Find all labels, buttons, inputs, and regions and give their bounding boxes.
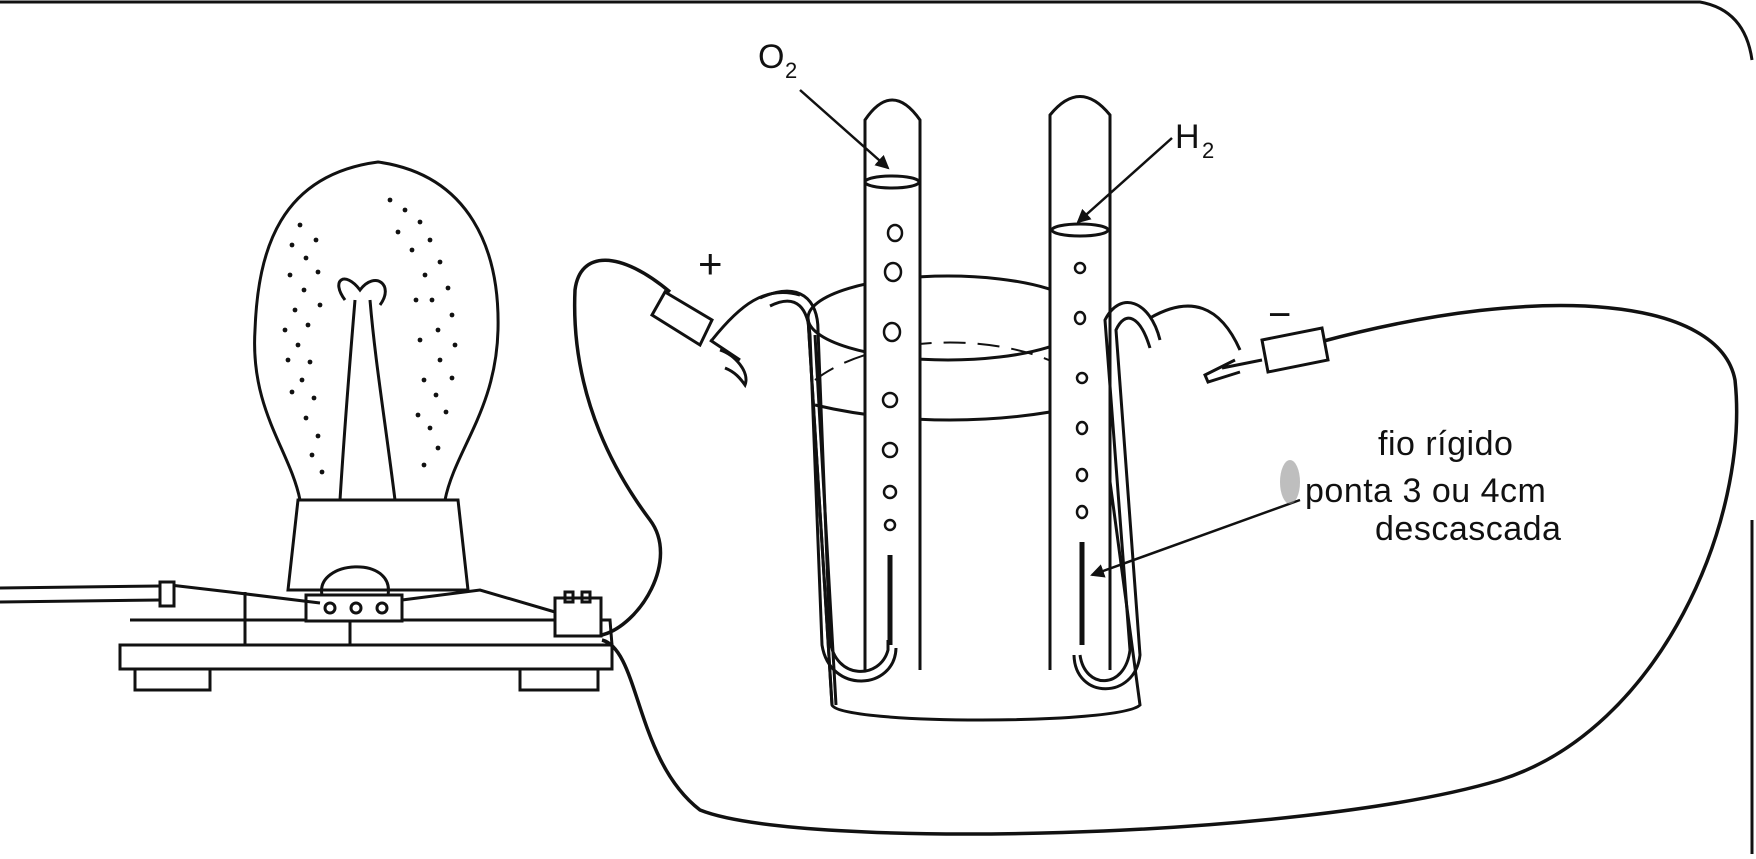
- bulb-filament: [337, 277, 397, 501]
- hydrogen-bubbles: [1073, 261, 1089, 520]
- wire-annotation: fio rígido ponta 3 ou 4cm descascada: [1090, 425, 1561, 578]
- annotation-arrow: [1090, 498, 1301, 578]
- bulb-glass: [253, 160, 500, 502]
- clip-positive: [649, 289, 801, 389]
- oxygen-bubbles: [881, 223, 904, 532]
- annotation-line-3: descascada: [1375, 510, 1561, 548]
- test-tube-hydrogen: [1048, 95, 1112, 670]
- page-edge-top: [0, 0, 1754, 61]
- switch-box: [553, 596, 603, 638]
- positive-sign: +: [698, 240, 723, 287]
- lamp-socket: [286, 498, 470, 592]
- electrode-wires: [759, 289, 1162, 691]
- test-tube-oxygen: [863, 98, 922, 670]
- bulb-frosting: [282, 197, 458, 475]
- hydrogen-label: H: [1175, 118, 1200, 156]
- label-oxygen: O 2: [758, 38, 890, 170]
- annotation-line-2: ponta 3 ou 4cm: [1305, 472, 1546, 510]
- oxygen-arrow: [799, 89, 890, 170]
- smudge: [1280, 460, 1300, 504]
- label-hydrogen: H 2: [1076, 118, 1214, 224]
- annotation-line-1: fio rígido: [1378, 425, 1513, 463]
- circuit-wire: [572, 258, 1739, 836]
- negative-sign: −: [1268, 293, 1291, 337]
- oxygen-subscript: 2: [785, 58, 797, 83]
- hydrogen-subscript: 2: [1202, 138, 1214, 163]
- water-level: [814, 403, 1086, 422]
- lamp-apparatus: [0, 160, 614, 692]
- hydrogen-arrow: [1076, 137, 1173, 224]
- clip-negative: [1149, 304, 1330, 384]
- power-cord: [0, 583, 556, 614]
- oxygen-label: O: [758, 38, 784, 76]
- board-feet: [133, 669, 600, 692]
- lamp-board: [118, 643, 614, 671]
